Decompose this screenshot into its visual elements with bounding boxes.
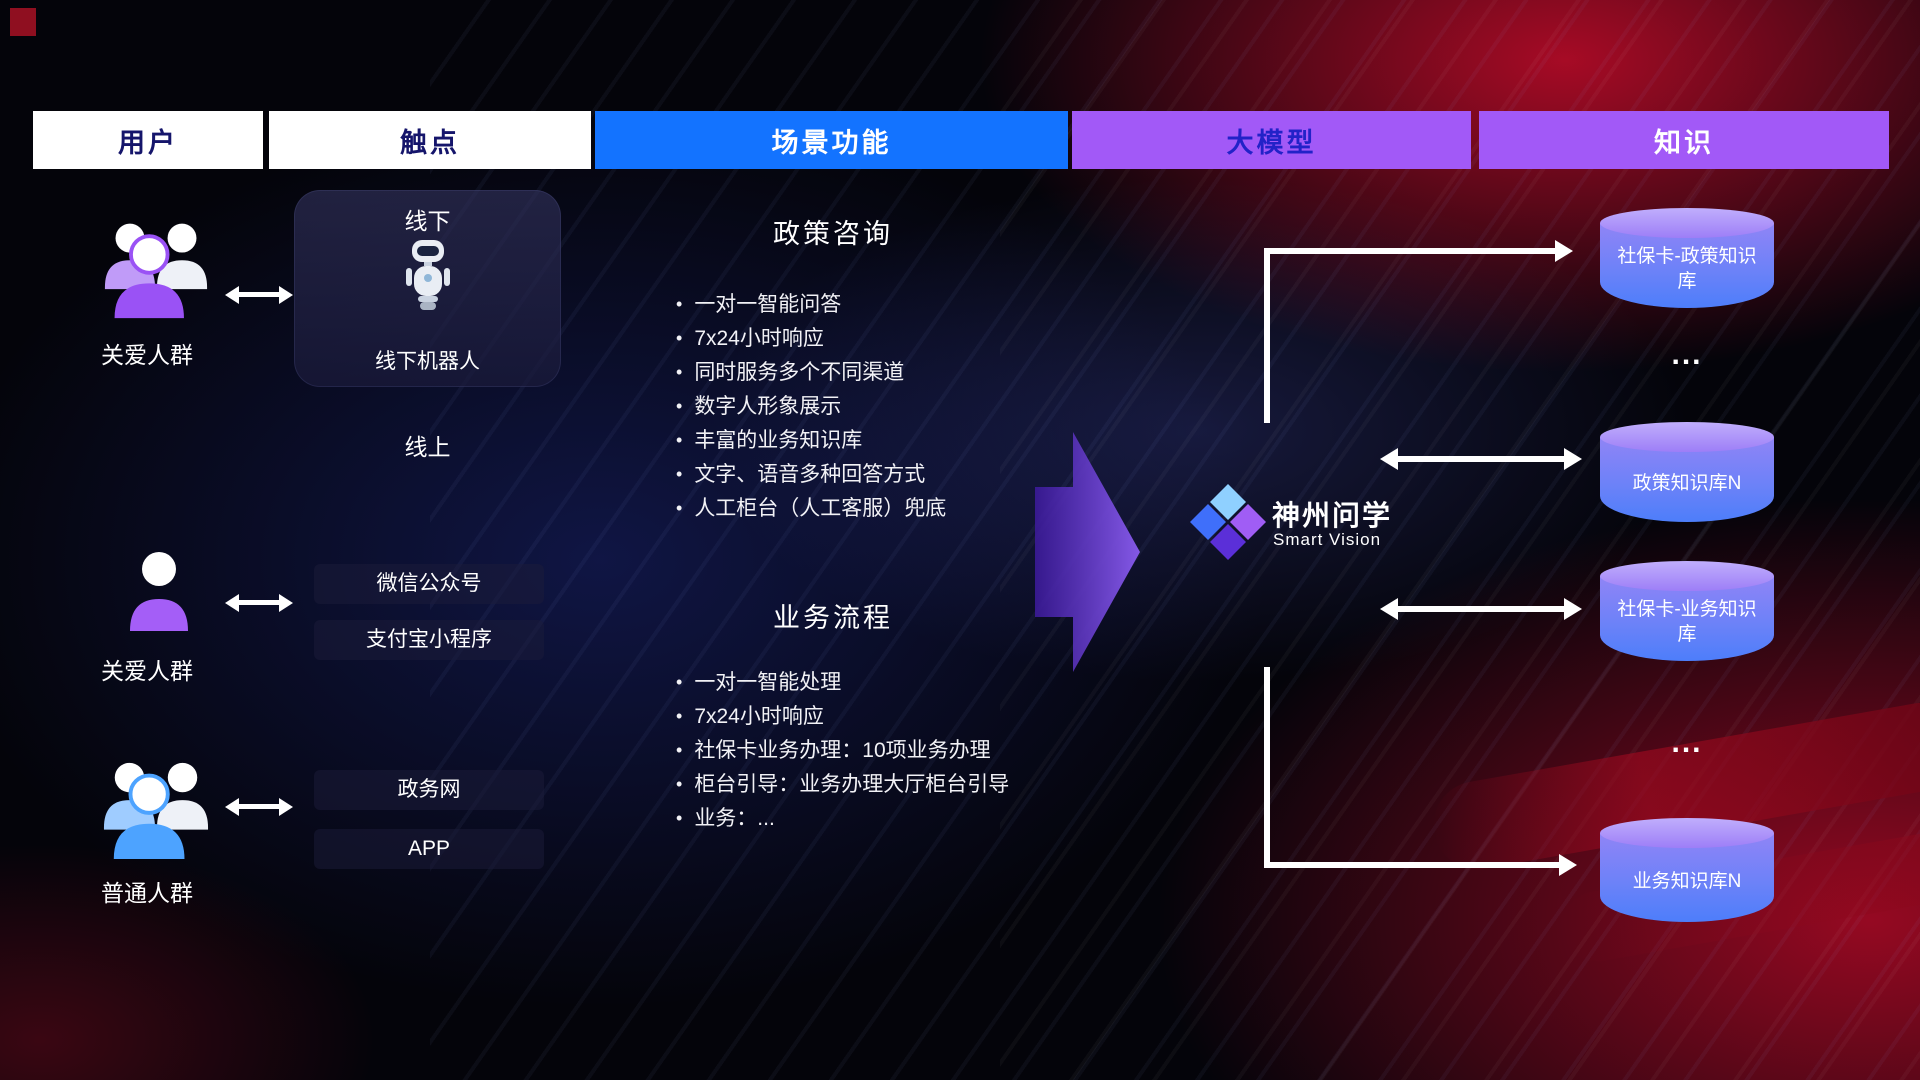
group-people-blue-icon	[103, 762, 209, 860]
group-people-purple-icon	[104, 223, 208, 319]
robot-icon	[406, 240, 450, 310]
column-header-knowledge-label: 知识	[1654, 127, 1714, 158]
double-arrow-icon	[239, 292, 279, 297]
column-header-users: 用户	[33, 111, 263, 169]
connector-arrow-to-kb4	[1264, 862, 1559, 868]
scene-section-title-business: 业务流程	[773, 603, 893, 633]
brand-subtitle: Smart Vision	[1273, 530, 1382, 549]
user-group-label: 关爱人群	[101, 658, 193, 684]
bullet-item: 柜台引导：业务办理大厅柜台引导	[676, 774, 1009, 796]
online-section-label: 线上	[404, 434, 451, 460]
bullet-item: 一对一智能处理	[676, 672, 1009, 694]
column-header-touchpoints: 触点	[269, 111, 591, 169]
column-header-large-model: 大模型	[1072, 111, 1471, 169]
diamond-logo-icon	[1190, 484, 1266, 560]
double-arrow-icon	[239, 804, 279, 809]
double-arrow-kb3	[1398, 606, 1564, 612]
offline-robot-label: 线下机器人	[375, 350, 480, 373]
knowledge-base-cylinder: 社保卡-政策知识库	[1600, 208, 1774, 308]
double-arrow-icon	[239, 600, 279, 605]
connector-line	[1264, 251, 1270, 423]
knowledge-base-label: 社保卡-业务知识库	[1617, 599, 1757, 645]
column-header-users-label: 用户	[118, 127, 178, 158]
knowledge-base-label: 社保卡-政策知识库	[1617, 246, 1757, 292]
knowledge-base-cylinder: 社保卡-业务知识库	[1600, 561, 1774, 661]
bullet-item: 一对一智能问答	[676, 294, 946, 316]
knowledge-base-label: 业务知识库N	[1632, 870, 1742, 892]
knowledge-base-cylinder: 业务知识库N	[1600, 818, 1774, 922]
double-arrow-kb2	[1398, 456, 1564, 462]
offline-title: 线下	[404, 208, 451, 234]
column-header-scene-functions-label: 场景功能	[771, 127, 892, 158]
bullet-item: 数字人形象展示	[676, 396, 946, 418]
connector-arrow-to-kb1	[1264, 248, 1555, 254]
user-group-label: 普通人群	[101, 880, 193, 906]
column-header-scene-functions: 场景功能	[595, 111, 1068, 169]
user-group-label: 关爱人群	[101, 342, 193, 368]
scene-bullet-list-policy: 一对一智能问答 7x24小时响应 同时服务多个不同渠道 数字人形象展示 丰富的业…	[676, 294, 946, 532]
touchpoint-item-wechat: 微信公众号	[314, 564, 544, 604]
column-header-touchpoints-label: 触点	[400, 127, 460, 158]
flow-arrow-icon	[1035, 432, 1140, 672]
offline-touchpoint-card: 线下 线下机器人	[294, 190, 561, 387]
ellipsis-more: ...	[1671, 726, 1703, 759]
bullet-item: 7x24小时响应	[676, 328, 946, 350]
column-header-knowledge: 知识	[1479, 111, 1889, 169]
knowledge-base-cylinder: 政策知识库N	[1600, 422, 1774, 522]
bullet-item: 人工柜台（人工客服）兜底	[676, 498, 946, 520]
touchpoint-item-gov-web: 政务网	[314, 770, 544, 810]
bullet-item: 丰富的业务知识库	[676, 430, 946, 452]
corner-red-chip-decoration	[10, 8, 36, 36]
brand-name: 神州问学	[1272, 500, 1393, 531]
connector-line	[1264, 667, 1270, 865]
knowledge-base-label: 政策知识库N	[1632, 472, 1742, 494]
scene-section-title-policy: 政策咨询	[773, 219, 893, 249]
person-purple-icon	[130, 552, 188, 631]
bullet-item: 业务：...	[676, 808, 1009, 830]
bullet-item: 7x24小时响应	[676, 706, 1009, 728]
ellipsis-more: ...	[1671, 338, 1703, 371]
column-header-large-model-label: 大模型	[1226, 127, 1317, 158]
bullet-item: 社保卡业务办理：10项业务办理	[676, 740, 1009, 762]
bullet-item: 文字、语音多种回答方式	[676, 464, 946, 486]
touchpoint-item-app: APP	[314, 829, 544, 869]
touchpoint-item-alipay: 支付宝小程序	[314, 620, 544, 660]
bullet-item: 同时服务多个不同渠道	[676, 362, 946, 384]
scene-bullet-list-business: 一对一智能处理 7x24小时响应 社保卡业务办理：10项业务办理 柜台引导：业务…	[676, 672, 1009, 842]
